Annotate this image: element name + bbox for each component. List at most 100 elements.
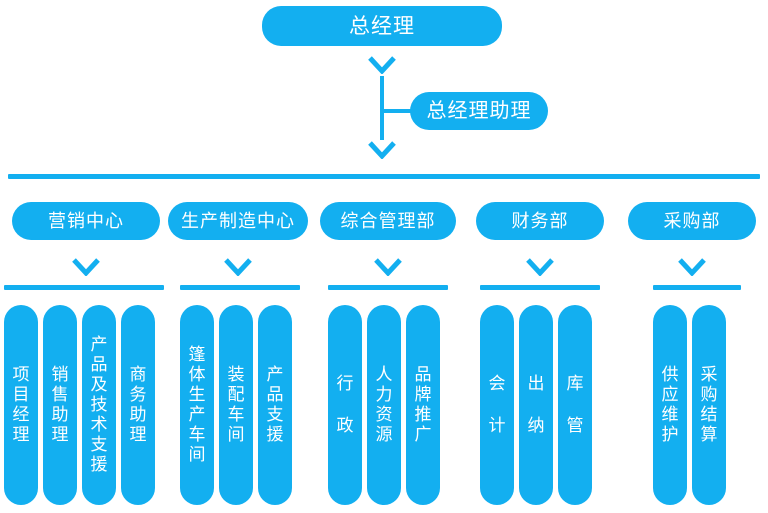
pill-label-char: 理 [129,425,147,445]
pill-label-char: 算 [700,425,718,445]
pill-label-char: 技 [90,394,108,414]
pill-label-char: 车 [227,405,245,424]
pill-label-char: 计 [488,416,506,436]
pill-label-char: 体 [188,364,206,384]
pill-label-char: 援 [266,425,284,445]
chevron-down-icon-division-1 [224,258,252,276]
pill-label-char: 购 [700,384,718,404]
node-division-2-child-1[interactable]: 人力资源 [367,305,401,505]
pill-label-char: 理 [12,425,30,445]
pill-label-char: 维 [661,405,679,424]
chevron-down-icon-top [368,56,396,74]
node-division-1-child-0[interactable]: 篷体生产车间 [180,305,214,505]
pill-label-char: 推 [414,405,432,424]
pill-label-char: 行 [336,373,354,393]
pill-label-char: 生 [188,384,206,404]
pill-label-char: 管 [566,416,584,436]
node-division-0-child-2[interactable]: 产品及技术支援 [82,305,116,505]
node-label: 生产制造中心 [181,211,295,231]
pill-label-char: 品 [266,384,284,404]
node-division-4-child-1[interactable]: 采购结算 [692,305,726,505]
pill-label-char: 理 [51,425,69,445]
node-division-3-child-0[interactable]: 会计 [480,305,514,505]
pill-label-char: 品 [90,354,108,374]
pill-label-char: 援 [90,455,108,475]
pill-label-char: 装 [227,364,245,384]
pill-label-char: 间 [227,425,245,445]
node-division-1-child-2[interactable]: 产品支援 [258,305,292,505]
node-label: 采购部 [663,211,721,231]
node-division-3[interactable]: 财务部 [476,202,604,240]
pill-label-char: 资 [375,405,393,424]
chevron-down-icon-division-3 [526,258,554,276]
pill-label-char: 护 [661,425,679,445]
pill-label-char: 采 [700,364,718,384]
node-division-2-child-2[interactable]: 品牌推广 [406,305,440,505]
pill-label-char: 产 [188,405,206,424]
pill-label-char: 助 [129,405,147,424]
pill-label-char: 支 [90,435,108,455]
node-division-0-child-0[interactable]: 项目经理 [4,305,38,505]
pill-label-char: 配 [227,384,245,404]
node-label: 总经理 [349,14,415,38]
node-division-1-child-1[interactable]: 装配车间 [219,305,253,505]
pill-label-char: 牌 [414,384,432,404]
node-division-0-child-1[interactable]: 销售助理 [43,305,77,505]
pill-label-char: 产 [266,364,284,384]
node-division-2[interactable]: 综合管理部 [320,202,456,240]
pill-label-char: 广 [414,425,432,445]
node-division-0[interactable]: 营销中心 [12,202,160,240]
branch-bar-division-4 [653,285,741,290]
pill-label-char: 间 [188,445,206,465]
node-label: 营销中心 [48,211,124,231]
node-division-4[interactable]: 采购部 [628,202,756,240]
pill-label-char: 经 [12,405,30,424]
pill-label-char: 术 [90,415,108,435]
pill-label-char: 纳 [527,416,545,436]
node-general-manager[interactable]: 总经理 [262,6,502,46]
node-gm-assistant[interactable]: 总经理助理 [410,92,548,130]
node-division-4-child-0[interactable]: 供应维护 [653,305,687,505]
node-division-0-child-3[interactable]: 商务助理 [121,305,155,505]
node-division-3-child-2[interactable]: 库管 [558,305,592,505]
node-division-2-child-0[interactable]: 行政 [328,305,362,505]
pill-label-char: 销 [51,364,69,384]
node-label: 财务部 [511,211,569,231]
spine-vertical-line [380,76,384,140]
pill-label-char: 会 [488,373,506,393]
main-bus-bar [8,174,760,179]
pill-label-char: 人 [375,364,393,384]
pill-label-char: 车 [188,425,206,445]
pill-label-char: 库 [566,373,584,393]
chevron-down-icon-division-0 [72,258,100,276]
pill-label-char: 应 [661,384,679,404]
pill-label-char: 务 [129,384,147,404]
pill-label-char: 售 [51,384,69,404]
pill-label-char: 政 [336,416,354,436]
pill-label-char: 供 [661,364,679,384]
pill-label-char: 及 [90,374,108,394]
pill-label-char: 产 [90,334,108,354]
pill-label-char: 篷 [188,344,206,364]
node-division-1[interactable]: 生产制造中心 [168,202,308,240]
pill-label-char: 力 [375,384,393,404]
node-label: 总经理助理 [426,100,532,122]
chevron-down-icon-division-2 [374,258,402,276]
pill-label-char: 目 [12,384,30,404]
pill-label-char: 结 [700,405,718,424]
pill-label-char: 助 [51,405,69,424]
pill-label-char: 源 [375,425,393,445]
pill-label-char: 出 [527,373,545,393]
assistant-branch-stub [384,109,412,113]
pill-label-char: 品 [414,364,432,384]
pill-label-char: 商 [129,364,147,384]
pill-label-char: 支 [266,405,284,424]
node-label: 综合管理部 [340,211,436,231]
node-division-3-child-1[interactable]: 出纳 [519,305,553,505]
branch-bar-division-3 [480,285,600,290]
branch-bar-division-0 [4,285,164,290]
chevron-down-icon-bus [368,141,396,159]
branch-bar-division-1 [180,285,300,290]
chevron-down-icon-division-4 [678,258,706,276]
